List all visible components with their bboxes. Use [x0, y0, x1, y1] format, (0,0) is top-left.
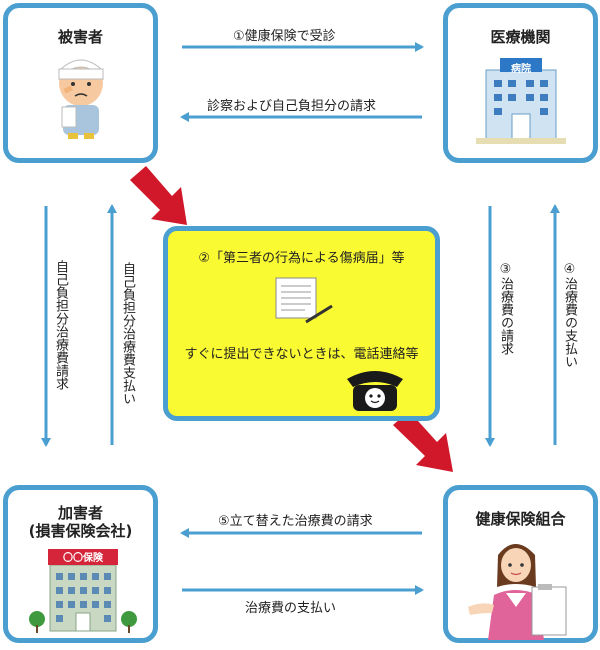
label-medical-to-victim: 診察および自己負担分の請求 [207, 99, 377, 114]
center-note: すぐに提出できないときは、電話連絡等 [184, 347, 419, 362]
center-box: ②「第三者の行為による傷病届」等 すぐに提出できないときは、電話連絡等 [163, 226, 440, 421]
red-arrow-victim-to-center [130, 166, 187, 225]
label-perp-to-victim: 自己負担分治療費支払い [120, 262, 135, 405]
union-box: 健康保険組合 [443, 485, 598, 643]
telephone-icon [347, 371, 403, 411]
perpetrator-subtitle: (損害保険会社) [28, 522, 133, 540]
hospital-building-icon [476, 58, 566, 144]
perpetrator-title: 加害者 [57, 504, 103, 522]
medical-title: 医療機関 [490, 28, 551, 46]
victim-box: 被害者 [3, 3, 158, 163]
document-icon [275, 277, 333, 324]
label-victim-to-medical: ①健康保険で受診 [233, 29, 336, 44]
label-medical-to-union: ③治療費の請求 [498, 262, 513, 355]
red-arrow-center-to-union [393, 411, 453, 472]
label-perp-to-union: 治療費の支払い [245, 601, 337, 616]
label-victim-to-perp: 自己負担分治療費請求 [53, 260, 68, 390]
injured-person-icon [58, 59, 104, 139]
insurance-building-icon [29, 549, 137, 633]
perpetrator-box: 加害者 (損害保険会社) 〇〇保険 [3, 485, 158, 643]
hospital-sign: 病院 [511, 64, 531, 75]
victim-title: 被害者 [57, 28, 103, 46]
label-union-to-medical: ④治療費の支払い [562, 262, 577, 368]
union-title: 健康保険組合 [475, 510, 566, 528]
medical-box: 医療機関 病院 [443, 3, 598, 163]
center-title: ②「第三者の行為による傷病届」等 [198, 251, 405, 266]
staff-woman-icon [468, 544, 567, 640]
insurance-sign: 〇〇保険 [63, 553, 103, 564]
label-union-to-perp: ⑤立て替えた治療費の請求 [218, 514, 373, 529]
